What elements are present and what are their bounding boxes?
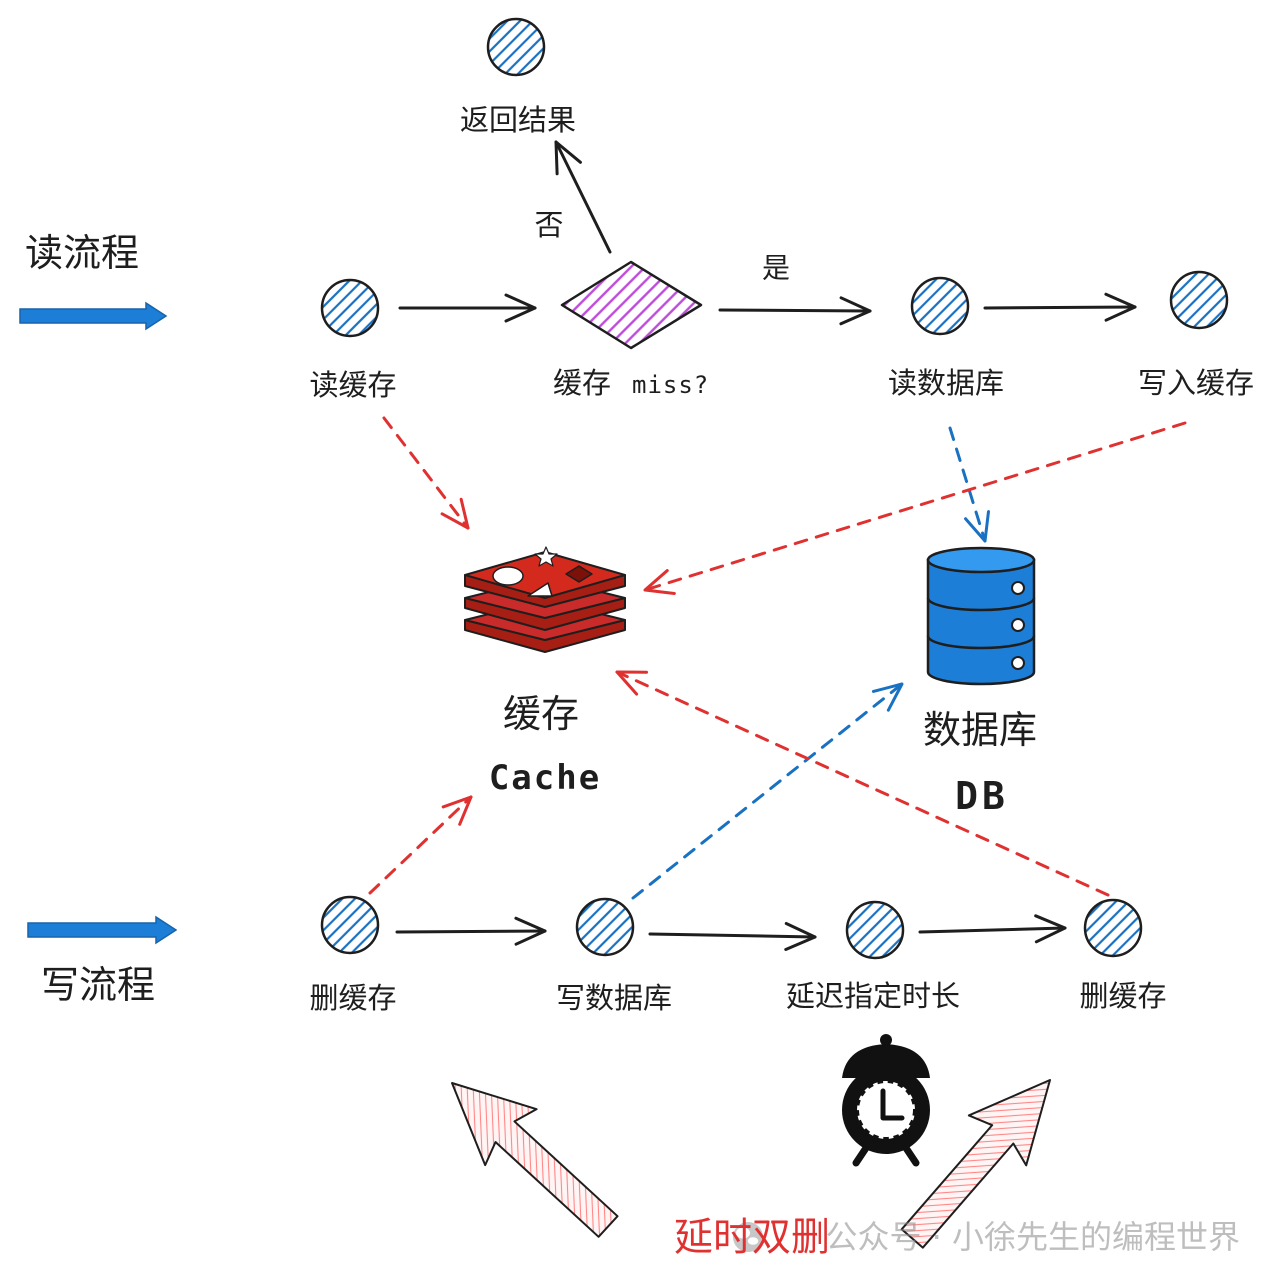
- decision-label: 缓存: [553, 366, 611, 400]
- db-label-en: DB: [955, 774, 1009, 818]
- delete-cache-1-node: [320, 895, 380, 955]
- cache-label-en: Cache: [489, 758, 601, 798]
- delay-node: [845, 900, 905, 960]
- read-cache-access-arrow: [382, 416, 470, 530]
- highlight-arrow-right: [900, 1079, 1051, 1249]
- write-db-node: [575, 897, 635, 957]
- read-db-label: 读数据库: [888, 366, 1004, 400]
- database-cylinder-icon: [926, 546, 1036, 686]
- write-flow-title: 写流程: [41, 963, 155, 1007]
- write-cache-label: 写入缓存: [1138, 366, 1254, 400]
- delete-cache-2-node: [1083, 898, 1143, 958]
- watermark: 公众号 · 小徐先生的编程世界: [733, 1218, 1240, 1256]
- delay-label: 延迟指定时长: [786, 979, 960, 1013]
- delete-cache-2-label: 删缓存: [1079, 979, 1166, 1013]
- decision-to-return-arrow: [554, 140, 612, 254]
- read-cache-node: [320, 278, 380, 338]
- db-label: 数据库: [923, 708, 1037, 752]
- wechat-icon: [733, 1222, 763, 1252]
- watermark-text: 公众号 · 小徐先生的编程世界: [825, 1218, 1240, 1256]
- return-result-node: [486, 17, 546, 77]
- write-flow-arrow-icon: [27, 915, 178, 945]
- read-db-to-write-cache-arrow: [983, 292, 1137, 322]
- write-db-label: 写数据库: [556, 981, 672, 1015]
- delay-to-delete-cache-arrow: [918, 914, 1067, 944]
- return-result-label: 返回结果: [460, 103, 576, 137]
- redis-icon: [464, 546, 626, 653]
- cache-miss-decision-node: [560, 260, 703, 350]
- edge-label-no: 否: [534, 208, 563, 242]
- delete-cache-2-access-arrow: [615, 670, 1110, 897]
- decision-label-suffix: miss?: [632, 371, 709, 399]
- delete-cache-1-access-arrow: [368, 795, 473, 895]
- read-flow-arrow-icon: [19, 301, 168, 331]
- edge-label-yes: 是: [762, 252, 790, 285]
- read-flow-title: 读流程: [25, 231, 139, 275]
- read-db-access-arrow: [948, 426, 990, 543]
- delete-cache-1-label: 删缓存: [309, 981, 396, 1015]
- highlight-arrow-left: [451, 1082, 619, 1238]
- alarm-clock-icon: [842, 1034, 930, 1167]
- read-db-node: [910, 276, 970, 336]
- decision-to-read-db-arrow: [718, 296, 872, 326]
- write-cache-node: [1169, 270, 1229, 330]
- caption-delayed-double-delete: 延时双删: [674, 1216, 830, 1261]
- write-db-access-arrow: [631, 682, 904, 900]
- read-cache-label: 读缓存: [309, 368, 396, 402]
- write-db-to-delay-arrow: [648, 921, 817, 951]
- cache-label: 缓存: [503, 692, 579, 736]
- delete-cache-to-write-db-arrow: [395, 916, 547, 946]
- write-cache-access-arrow: [643, 421, 1187, 595]
